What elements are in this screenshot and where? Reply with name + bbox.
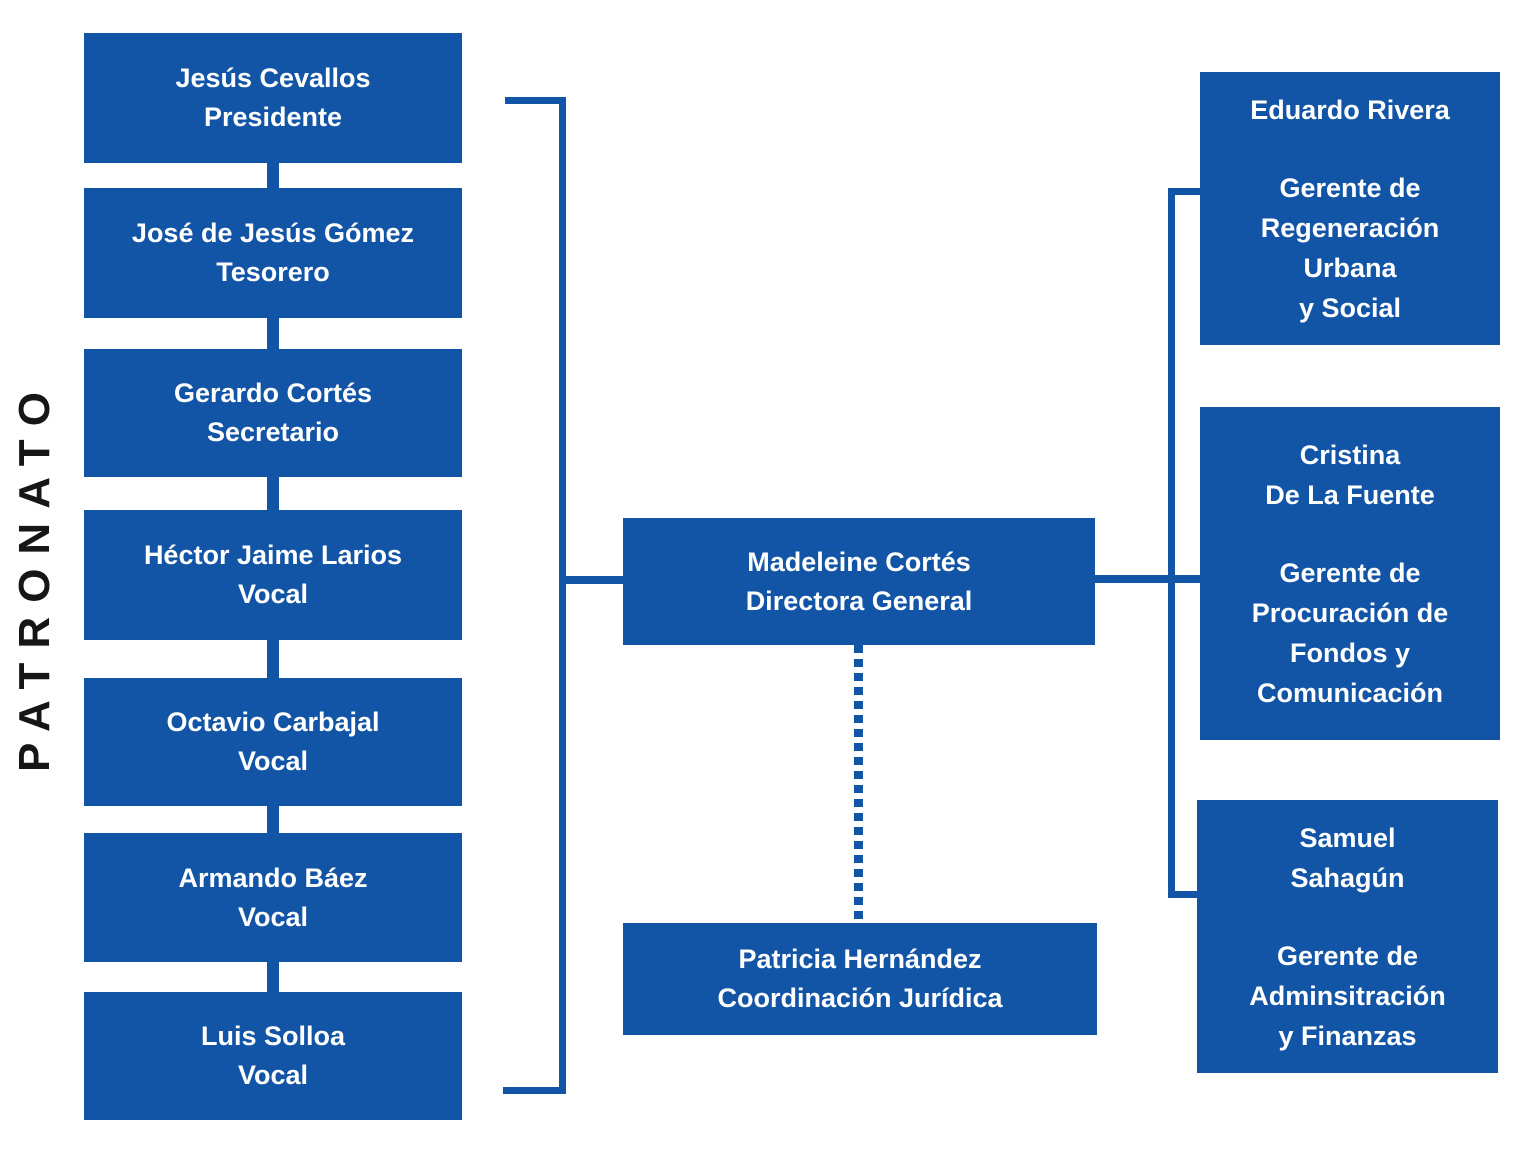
org-box-tesorero: José de Jesús Gómez Tesorero bbox=[84, 188, 462, 318]
connector-bracket-right-bottom bbox=[1168, 891, 1200, 898]
member-role: Directora General bbox=[745, 585, 973, 616]
member-role: Vocal bbox=[237, 1060, 309, 1090]
member-role: Vocal bbox=[237, 746, 309, 776]
member-name: Cristina De La Fuente bbox=[1265, 439, 1435, 510]
member-role: Coordinación Jurídica bbox=[717, 983, 1003, 1013]
connector-left-4-5 bbox=[267, 640, 279, 679]
org-box-vocal-3: Armando Báez Vocal bbox=[84, 833, 462, 962]
member-name: Gerardo Cortés bbox=[173, 378, 373, 408]
member-name: Jesús Cevallos bbox=[175, 63, 371, 93]
org-box-gerente-finanzas: Samuel Sahagún Gerente de Adminsitración… bbox=[1197, 800, 1498, 1073]
connector-left-1-2 bbox=[267, 163, 279, 189]
org-box-directora-general: Madeleine Cortés Directora General bbox=[623, 518, 1095, 645]
member-name: Madeleine Cortés bbox=[747, 546, 971, 577]
org-box-vocal-2: Octavio Carbajal Vocal bbox=[84, 678, 462, 806]
connector-directora-to-managers bbox=[1095, 575, 1200, 583]
member-name: Octavio Carbajal bbox=[166, 707, 380, 737]
connector-left-3-4 bbox=[267, 477, 279, 511]
member-role: Tesorero bbox=[216, 257, 330, 287]
connector-bracket-left-top bbox=[505, 97, 566, 104]
connector-left-2-3 bbox=[267, 318, 279, 350]
member-name: Héctor Jaime Larios bbox=[143, 540, 403, 570]
org-box-coordinacion-juridica: Patricia Hernández Coordinación Jurídica bbox=[623, 923, 1097, 1035]
member-name: Luis Solloa bbox=[200, 1021, 346, 1051]
org-box-gerente-procuracion: Cristina De La Fuente Gerente de Procura… bbox=[1200, 407, 1500, 740]
member-role: Secretario bbox=[206, 417, 340, 447]
org-box-secretario: Gerardo Cortés Secretario bbox=[84, 349, 462, 477]
member-name: Armando Báez bbox=[178, 862, 368, 893]
org-box-vocal-4: Luis Solloa Vocal bbox=[84, 992, 462, 1120]
member-role: Vocal bbox=[237, 579, 309, 609]
connector-bracket-left-bottom bbox=[503, 1087, 566, 1094]
org-box-presidente: Jesús Cevallos Presidente bbox=[84, 33, 462, 163]
member-role: Presidente bbox=[203, 102, 343, 132]
connector-left-5-6 bbox=[267, 806, 279, 834]
member-name: Patricia Hernández bbox=[738, 944, 982, 974]
patronato-vertical-label: PATRONATO bbox=[10, 377, 59, 773]
connector-dotted-directora-juridica bbox=[854, 645, 863, 920]
org-box-vocal-1: Héctor Jaime Larios Vocal bbox=[84, 510, 462, 640]
member-name: José de Jesús Gómez bbox=[131, 218, 415, 248]
member-role: Gerente de Procuración de Fondos y Comun… bbox=[1251, 557, 1449, 708]
member-role: Gerente de Regeneración Urbana y Social bbox=[1260, 172, 1440, 323]
member-name: Eduardo Rivera bbox=[1250, 94, 1450, 125]
connector-left-6-7 bbox=[267, 962, 279, 993]
connector-bracket-right-top bbox=[1168, 188, 1200, 195]
connector-bracket-right-vertical bbox=[1168, 188, 1175, 898]
member-name: Samuel Sahagún bbox=[1290, 822, 1405, 893]
connector-bracket-left-vertical bbox=[559, 97, 566, 1094]
connector-bracket-left-to-directora bbox=[566, 576, 623, 584]
org-box-gerente-regeneracion: Eduardo Rivera Gerente de Regeneración U… bbox=[1200, 72, 1500, 345]
member-role: Gerente de Adminsitración y Finanzas bbox=[1249, 940, 1446, 1051]
member-role: Vocal bbox=[237, 901, 309, 932]
